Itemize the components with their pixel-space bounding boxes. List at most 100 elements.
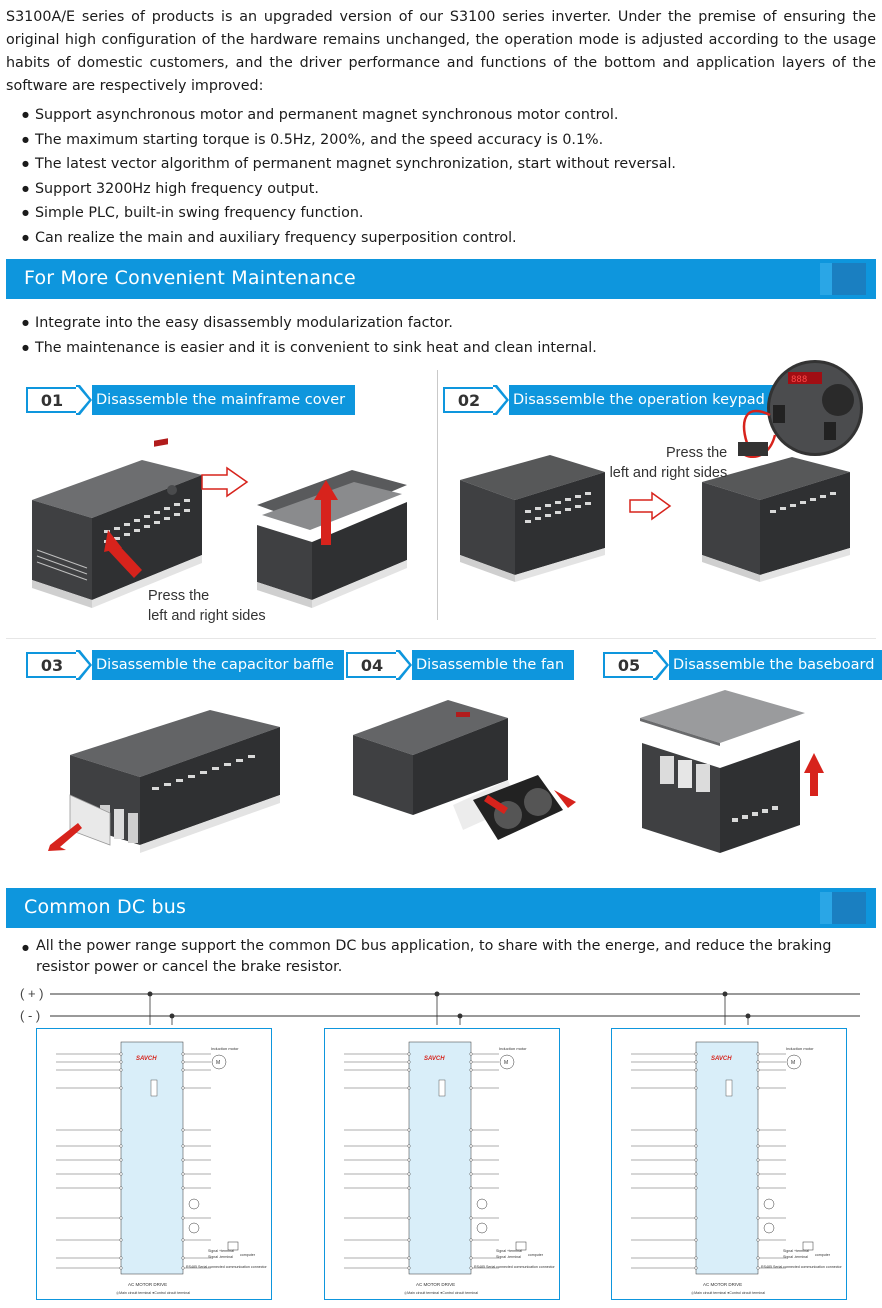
step-text: Disassemble the capacitor baffle [92,650,345,680]
svg-text:888: 888 [791,375,807,385]
step-number: 04 [346,652,396,678]
list-item: The latest vector algorithm of permanent… [22,153,676,178]
computer-icon [802,1241,814,1251]
svg-text:◎Main circuit terminal ●Contr: ◎Main circuit terminal ●Control circuit … [404,1291,478,1295]
list-item: The maximum starting torque is 0.5Hz, 20… [22,129,676,154]
chevron-right-icon [493,385,509,415]
svg-text:M: M [216,1060,220,1066]
caption-line: Press the [666,445,728,461]
keypad-icon [738,442,768,456]
svg-text:computer: computer [815,1253,831,1257]
computer-icon [515,1241,527,1251]
svg-text:M: M [791,1060,795,1066]
step-05-label: 05 Disassemble the baseboard [603,648,882,682]
svg-text:RS485 Serial connected communi: RS485 Serial connected communication con… [761,1265,843,1269]
svg-text:AC MOTOR DRIVE: AC MOTOR DRIVE [703,1282,742,1287]
svg-text:Signal -terminal: Signal -terminal [496,1255,521,1259]
chevron-right-icon [653,650,669,680]
divider [437,370,438,620]
motor-icon [786,1054,802,1070]
step-02-illustration: 888 [460,360,863,582]
header-decoration [832,892,866,924]
divider [6,638,876,639]
chevron-right-icon [76,385,92,415]
brand-logo: SAVCH [711,1056,732,1062]
fan-icon [473,775,563,840]
arrow-right-icon [201,466,249,498]
arrow-right-icon [629,491,672,521]
step-03-label: 03 Disassemble the capacitor baffle [26,648,345,682]
caption-line: left and right sides [148,608,266,624]
svg-text:Signal +terminal: Signal +terminal [783,1249,809,1253]
maintenance-list: Integrate into the easy disassembly modu… [22,312,597,361]
step-01-caption: Press the left and right sides [148,586,266,626]
step-text: Disassemble the mainframe cover [92,385,356,415]
list-item: Integrate into the easy disassembly modu… [22,312,597,337]
step-04-illustration [353,700,576,840]
arrow-up-icon [804,753,824,796]
dc-bus-header: Common DC bus [6,888,876,928]
motor-icon [499,1054,515,1070]
step-01-label: 01 Disassemble the mainframe cover [26,383,356,417]
svg-text:◎Main circuit terminal ●Contr: ◎Main circuit terminal ●Control circuit … [116,1291,190,1295]
inverter-base-right [702,457,850,582]
step-number: 02 [443,387,493,413]
inverter-base-left [460,455,605,582]
step-04-label: 04 Disassemble the fan [346,648,575,682]
svg-text:Signal +terminal: Signal +terminal [496,1249,522,1253]
svg-text:AC MOTOR DRIVE: AC MOTOR DRIVE [416,1282,455,1287]
chevron-right-icon [76,650,92,680]
step-text: Disassemble the operation keypad [509,385,775,415]
dc-bus-bullet-text: All the power range support the common D… [36,938,832,975]
header-decoration [832,263,866,295]
step-02-caption: Press the left and right sides [606,443,728,483]
dc-bus-wiring [50,991,860,1025]
svg-text:◎Main circuit terminal ●Contr: ◎Main circuit terminal ●Control circuit … [691,1291,765,1295]
step-text: Disassemble the baseboard [669,650,882,680]
svg-text:AC MOTOR DRIVE: AC MOTOR DRIVE [128,1282,167,1287]
list-item: The maintenance is easier and it is conv… [22,337,597,362]
feature-list: Support asynchronous motor and permanent… [22,104,676,252]
step-01-illustration [32,438,407,608]
dc-bus-bullet: All the power range support the common D… [22,936,878,978]
bus-plus-label: ( + ) [20,986,44,1001]
list-item: Support asynchronous motor and permanent… [22,104,676,129]
arrow-up-icon [314,480,338,545]
step-number: 03 [26,652,76,678]
step-05-illustration [640,690,824,853]
svg-text:Signal -terminal: Signal -terminal [783,1255,808,1259]
maintenance-header: For More Convenient Maintenance [6,259,876,299]
svg-text:Induction motor: Induction motor [786,1046,814,1051]
step-text: Disassemble the fan [412,650,575,680]
step-03-illustration [48,710,280,853]
svg-text:Signal +terminal: Signal +terminal [208,1249,234,1253]
list-item: Support 3200Hz high frequency output. [22,178,676,203]
inverter-unit-closed [32,438,202,608]
svg-text:Induction motor: Induction motor [499,1046,527,1051]
motor-icon [211,1054,227,1070]
caption-line: left and right sides [609,465,728,481]
baseboard [640,690,805,743]
arrow-down-left-icon [48,823,82,851]
svg-text:Induction motor: Induction motor [211,1046,239,1051]
chevron-right-icon [396,650,412,680]
svg-text:M: M [504,1060,508,1066]
brand-logo: SAVCH [424,1056,445,1062]
step-number: 01 [26,387,76,413]
list-item: Can realize the main and auxiliary frequ… [22,227,676,252]
brand-logo: SAVCH [136,1056,157,1062]
arrow-icon [484,795,508,814]
caption-line: Press the [148,588,210,604]
svg-text:RS485 Serial connected communi: RS485 Serial connected communication con… [186,1265,268,1269]
dc-bus-title: Common DC bus [24,896,187,918]
intro-paragraph: S3100A/E series of products is an upgrad… [6,9,876,94]
maintenance-title: For More Convenient Maintenance [24,267,356,289]
arrow-icon [554,790,576,808]
step-number: 05 [603,652,653,678]
svg-text:RS485 Serial connected communi: RS485 Serial connected communication con… [474,1265,556,1269]
svg-text:Signal -terminal: Signal -terminal [208,1255,233,1259]
computer-icon [227,1241,239,1251]
